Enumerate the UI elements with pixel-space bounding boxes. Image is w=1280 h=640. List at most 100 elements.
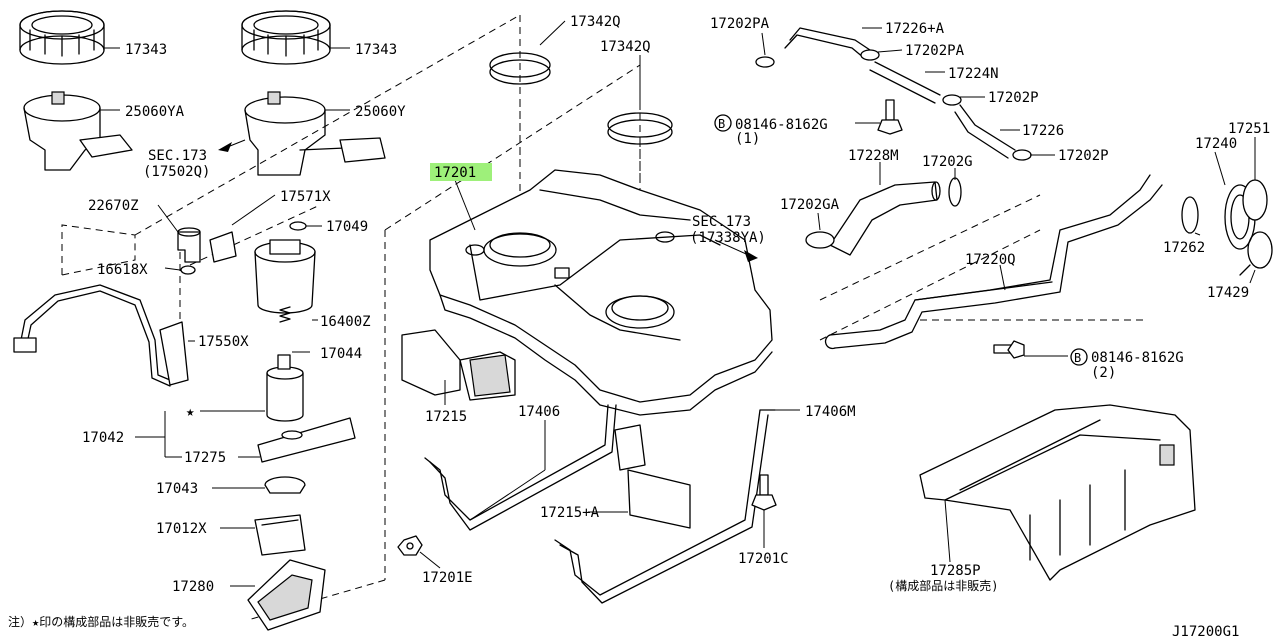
- label-17202p-b: 17202P: [1058, 148, 1109, 164]
- fuel-hose-17550x[interactable]: [13, 284, 189, 387]
- label-17201c: 17201C: [738, 551, 789, 567]
- label-17406m: 17406M: [805, 404, 856, 420]
- hose-clamp-17202g[interactable]: [948, 177, 962, 207]
- filler-ring-17262[interactable]: [1181, 196, 1199, 234]
- label-17049: 17049: [326, 219, 368, 235]
- hose-clip-17202p-a[interactable]: [942, 94, 962, 106]
- label-25060y: 25060Y: [355, 104, 406, 120]
- label-sec173-a: SEC.173: [148, 148, 207, 164]
- spring-17044: [279, 306, 291, 323]
- bracket-17012x[interactable]: [254, 514, 306, 556]
- label-bolt-b: 08146-8162G: [1091, 350, 1184, 366]
- tank-band-17406m[interactable]: [554, 409, 776, 604]
- bolt-17201c[interactable]: [751, 474, 777, 511]
- label-16400z: 16400Z: [320, 314, 371, 330]
- pipe-17224n[interactable]: [869, 61, 941, 104]
- label-17215a: 17215+A: [540, 505, 600, 521]
- label-17201e: 17201E: [422, 570, 473, 586]
- hose-clamp-17202ga[interactable]: [805, 231, 835, 249]
- label-17220q: 17220Q: [965, 252, 1016, 268]
- fuel-filter-16400z[interactable]: [254, 239, 316, 314]
- protector-17285p[interactable]: [919, 404, 1196, 581]
- bracket-17215a[interactable]: [614, 424, 691, 529]
- label-17343-b: 17343: [355, 42, 397, 58]
- sec-arrow-left: [218, 142, 232, 152]
- label-17044: 17044: [320, 346, 362, 362]
- retainer-17043[interactable]: [264, 476, 306, 494]
- fuel-tank-17201[interactable]: [429, 169, 773, 416]
- lock-ring-17343-left[interactable]: [19, 10, 105, 65]
- label-17571x: 17571X: [280, 189, 331, 205]
- bolt-17201e[interactable]: [397, 535, 423, 556]
- bolt-08146-8162g-a[interactable]: [877, 99, 903, 135]
- filler-cap-17251[interactable]: [1242, 179, 1268, 221]
- label-25060ya: 25060YA: [125, 104, 185, 120]
- hose-17226[interactable]: [954, 104, 1016, 159]
- fuel-gauge-sender-25060ya[interactable]: [23, 91, 133, 171]
- label-17240: 17240: [1195, 136, 1237, 152]
- label-17285p-note: (構成部品は非販売): [888, 578, 998, 593]
- label-17012x: 17012X: [156, 521, 207, 537]
- b-mark-letter: B: [718, 117, 725, 131]
- sec-arrow-right: [744, 250, 758, 262]
- label-17406: 17406: [518, 404, 560, 420]
- label-bolt-a: 08146-8162G: [735, 117, 828, 133]
- b-mark-b: B: [1070, 348, 1088, 366]
- label-17338ya: (17338YA): [690, 230, 766, 246]
- diagram-id: J17200G1: [1172, 624, 1239, 640]
- label-17343-a: 17343: [125, 42, 167, 58]
- label-17224n: 17224N: [948, 66, 999, 82]
- label-17043: 17043: [156, 481, 198, 497]
- label-17042: 17042: [82, 430, 124, 446]
- label-17226a: 17226+A: [885, 21, 945, 37]
- label-17429: 17429: [1207, 285, 1249, 301]
- hose-17226a[interactable]: [784, 27, 871, 59]
- label-17228m: 17228M: [848, 148, 899, 164]
- label-16618x: 16618X: [97, 262, 148, 278]
- o-ring-17049: [289, 221, 307, 231]
- filler-tube-17220q[interactable]: [824, 174, 1163, 350]
- b-mark-a: B: [714, 114, 732, 132]
- lock-ring-17343-right[interactable]: [241, 10, 331, 65]
- fuel-pump-module-25060y[interactable]: [244, 91, 386, 176]
- hose-clip-17202pa-a[interactable]: [755, 56, 775, 68]
- filler-hose-17228m[interactable]: [829, 181, 941, 256]
- highlight-17201: [430, 163, 492, 181]
- label-17285p: 17285P: [930, 563, 981, 579]
- label-bolt-a-qty: (1): [735, 131, 760, 147]
- label-sec173-b: SEC.173: [692, 214, 751, 230]
- label-17202p-a: 17202P: [988, 90, 1039, 106]
- label-17201: 17201: [434, 165, 476, 181]
- label-17502q: (17502Q): [143, 164, 210, 180]
- label-17262: 17262: [1163, 240, 1205, 256]
- tether-17429[interactable]: [1239, 231, 1273, 276]
- label-22670z: 22670Z: [88, 198, 139, 214]
- label-bolt-b-qty: (2): [1091, 365, 1116, 381]
- label-17342q-a: 17342Q: [570, 14, 621, 30]
- label-17251: 17251: [1228, 121, 1270, 137]
- label-17202pa-a: 17202PA: [710, 16, 770, 32]
- reservoir-17280[interactable]: [247, 559, 326, 631]
- tank-band-17406[interactable]: [424, 404, 617, 531]
- fuel-pump-17042[interactable]: [266, 354, 304, 422]
- seal-ring-17342q-upper[interactable]: [489, 52, 551, 85]
- part-labels: 17343 17343 25060YA 25060Y SEC.173 (1750…: [8, 14, 1270, 640]
- label-17226: 17226: [1022, 123, 1064, 139]
- star-leader-mark: ★: [186, 404, 195, 420]
- label-17202ga: 17202GA: [780, 197, 840, 213]
- strainer-17275[interactable]: [257, 417, 356, 463]
- label-17275: 17275: [184, 450, 226, 466]
- seal-ring-17342q-lower[interactable]: [607, 112, 673, 145]
- label-17342q-b: 17342Q: [600, 39, 651, 55]
- hose-clip-17202p-b[interactable]: [1012, 149, 1032, 161]
- label-17202pa-b: 17202PA: [905, 43, 965, 59]
- leader-lines: [100, 20, 1256, 587]
- bolt-08146-8162g-b[interactable]: [993, 340, 1025, 359]
- b-mark-letter: B: [1074, 351, 1081, 365]
- bracket-17215[interactable]: [401, 329, 516, 401]
- clip-17571x[interactable]: [209, 231, 237, 263]
- fuel-filter-connector-22670z[interactable]: [177, 227, 201, 263]
- hose-clip-17202pa-b[interactable]: [860, 49, 880, 61]
- label-17215: 17215: [425, 409, 467, 425]
